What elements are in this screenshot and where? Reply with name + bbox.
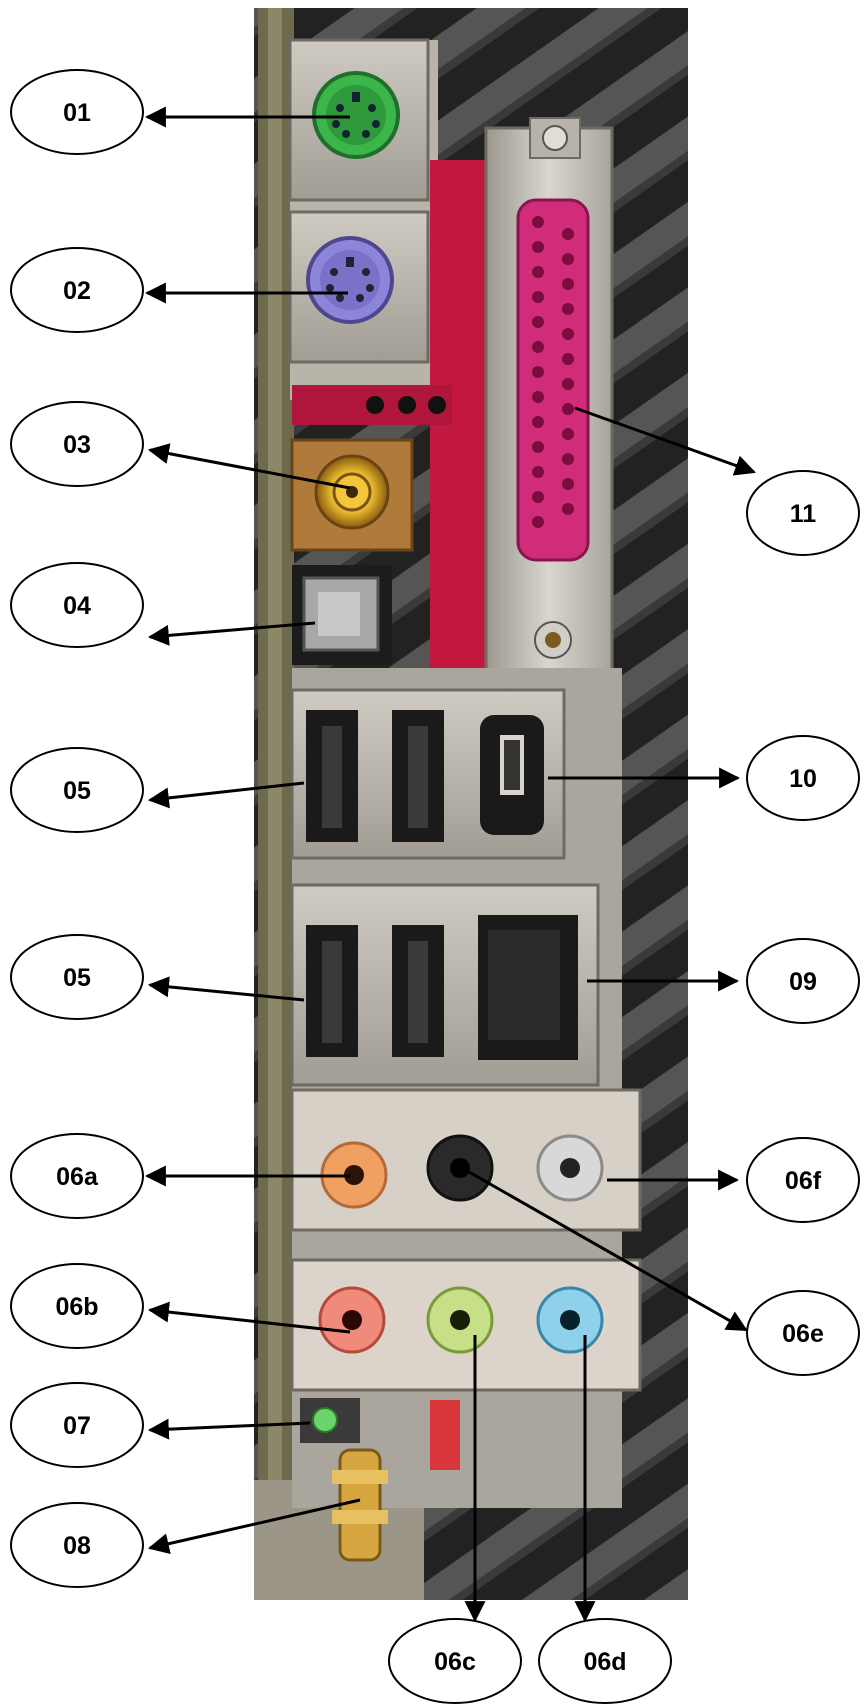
parallel-pin: [532, 516, 544, 528]
parallel-pin: [562, 403, 574, 415]
callout-label: 05: [63, 777, 91, 805]
parallel-pin: [532, 216, 544, 228]
leader-lines: [144, 106, 756, 1623]
parallel-pin: [562, 303, 574, 315]
callout-05b: 05: [10, 934, 144, 1020]
callout-06d: 06d: [538, 1618, 672, 1704]
rj45-port-icon: [478, 915, 578, 1060]
parallel-pin: [562, 428, 574, 440]
callouts: 01 02 03 04 05 05 06a 06b: [10, 69, 860, 1704]
arrow-06e: [461, 1166, 748, 1332]
parallel-pin: [532, 266, 544, 278]
parallel-pin: [562, 278, 574, 290]
parallel-pin: [562, 378, 574, 390]
audio-lower-row: [290, 1258, 642, 1392]
usb-firewire-block: [290, 688, 566, 860]
callout-label: 05: [63, 964, 91, 992]
usb-lan-block: [290, 883, 600, 1087]
ps2-keyboard-port: [288, 210, 430, 364]
callout-label: 11: [790, 500, 817, 528]
parallel-pin: [562, 328, 574, 340]
arrow-05b: [147, 976, 305, 1002]
parallel-pin: [532, 466, 544, 478]
firewire-port-icon: [480, 715, 544, 835]
callout-label: 09: [789, 968, 817, 996]
callout-03: 03: [10, 401, 144, 487]
callout-label: 06a: [56, 1163, 99, 1191]
callout-05a: 05: [10, 747, 144, 833]
photo: [254, 8, 688, 1600]
callout-label: 06d: [583, 1648, 626, 1676]
arrow-08: [147, 1498, 361, 1555]
callout-08: 08: [10, 1502, 144, 1588]
arrow-04: [147, 621, 316, 646]
usb-port-icon: [306, 925, 358, 1057]
callout-label: 06b: [55, 1293, 98, 1321]
usb-port-icon: [392, 710, 444, 842]
parallel-pin: [562, 253, 574, 265]
parallel-port-icon: [516, 198, 590, 562]
callout-06f: 06f: [746, 1137, 860, 1223]
callout-09: 09: [746, 938, 860, 1024]
callout-label: 02: [63, 277, 91, 305]
callout-10: 10: [746, 735, 860, 821]
callout-label: 03: [63, 431, 91, 459]
parallel-pin: [532, 416, 544, 428]
usb-port-icon: [392, 925, 444, 1057]
parallel-pin: [562, 353, 574, 365]
arrow-11: [574, 406, 756, 476]
callout-label: 01: [63, 99, 91, 127]
parallel-pin: [532, 316, 544, 328]
ps2-mouse-port: [288, 38, 430, 202]
callout-06c: 06c: [388, 1618, 522, 1704]
callout-11: 11: [746, 470, 860, 556]
led-indicator: [300, 1398, 360, 1443]
parallel-port: [484, 117, 614, 672]
callout-01: 01: [10, 69, 144, 155]
callout-label: 04: [63, 592, 91, 620]
callout-label: 06e: [782, 1320, 824, 1348]
parallel-pin: [562, 503, 574, 515]
arrow-05a: [147, 781, 305, 809]
parallel-pin: [532, 491, 544, 503]
optical-spdif-port: [292, 565, 392, 665]
callout-06a: 06a: [10, 1133, 144, 1219]
callout-label: 07: [63, 1412, 91, 1440]
antenna-connector: [332, 1400, 460, 1562]
callout-label: 10: [789, 765, 817, 793]
callout-06b: 06b: [10, 1263, 144, 1349]
parallel-pin: [532, 241, 544, 253]
parallel-pin: [562, 478, 574, 490]
parallel-pin: [532, 291, 544, 303]
coax-spdif-port: [290, 438, 414, 552]
usb-port-icon: [306, 710, 358, 842]
arrow-07: [147, 1418, 311, 1440]
audio-jack-icon: [536, 1134, 604, 1202]
callout-label: 06c: [434, 1648, 476, 1676]
audio-jack-icon: [536, 1286, 604, 1354]
callout-06e: 06e: [746, 1290, 860, 1376]
parallel-pin: [532, 366, 544, 378]
audio-jack-icon: [426, 1134, 494, 1202]
antenna-connector-icon: [338, 1448, 382, 1562]
audio-jack-icon: [318, 1286, 386, 1354]
arrow-06b: [147, 1301, 351, 1334]
led-icon: [312, 1407, 338, 1433]
arrow-03: [147, 443, 351, 490]
callout-label: 06f: [785, 1167, 822, 1195]
parallel-pin: [532, 391, 544, 403]
audio-upper-row: [290, 1088, 642, 1232]
callout-02: 02: [10, 247, 144, 333]
audio-jack-icon: [426, 1286, 494, 1354]
callout-04: 04: [10, 562, 144, 648]
callout-label: 08: [63, 1532, 91, 1560]
parallel-pin: [532, 341, 544, 353]
parallel-pin: [562, 453, 574, 465]
parallel-pin: [532, 441, 544, 453]
callout-07: 07: [10, 1382, 144, 1468]
parallel-pin: [562, 228, 574, 240]
